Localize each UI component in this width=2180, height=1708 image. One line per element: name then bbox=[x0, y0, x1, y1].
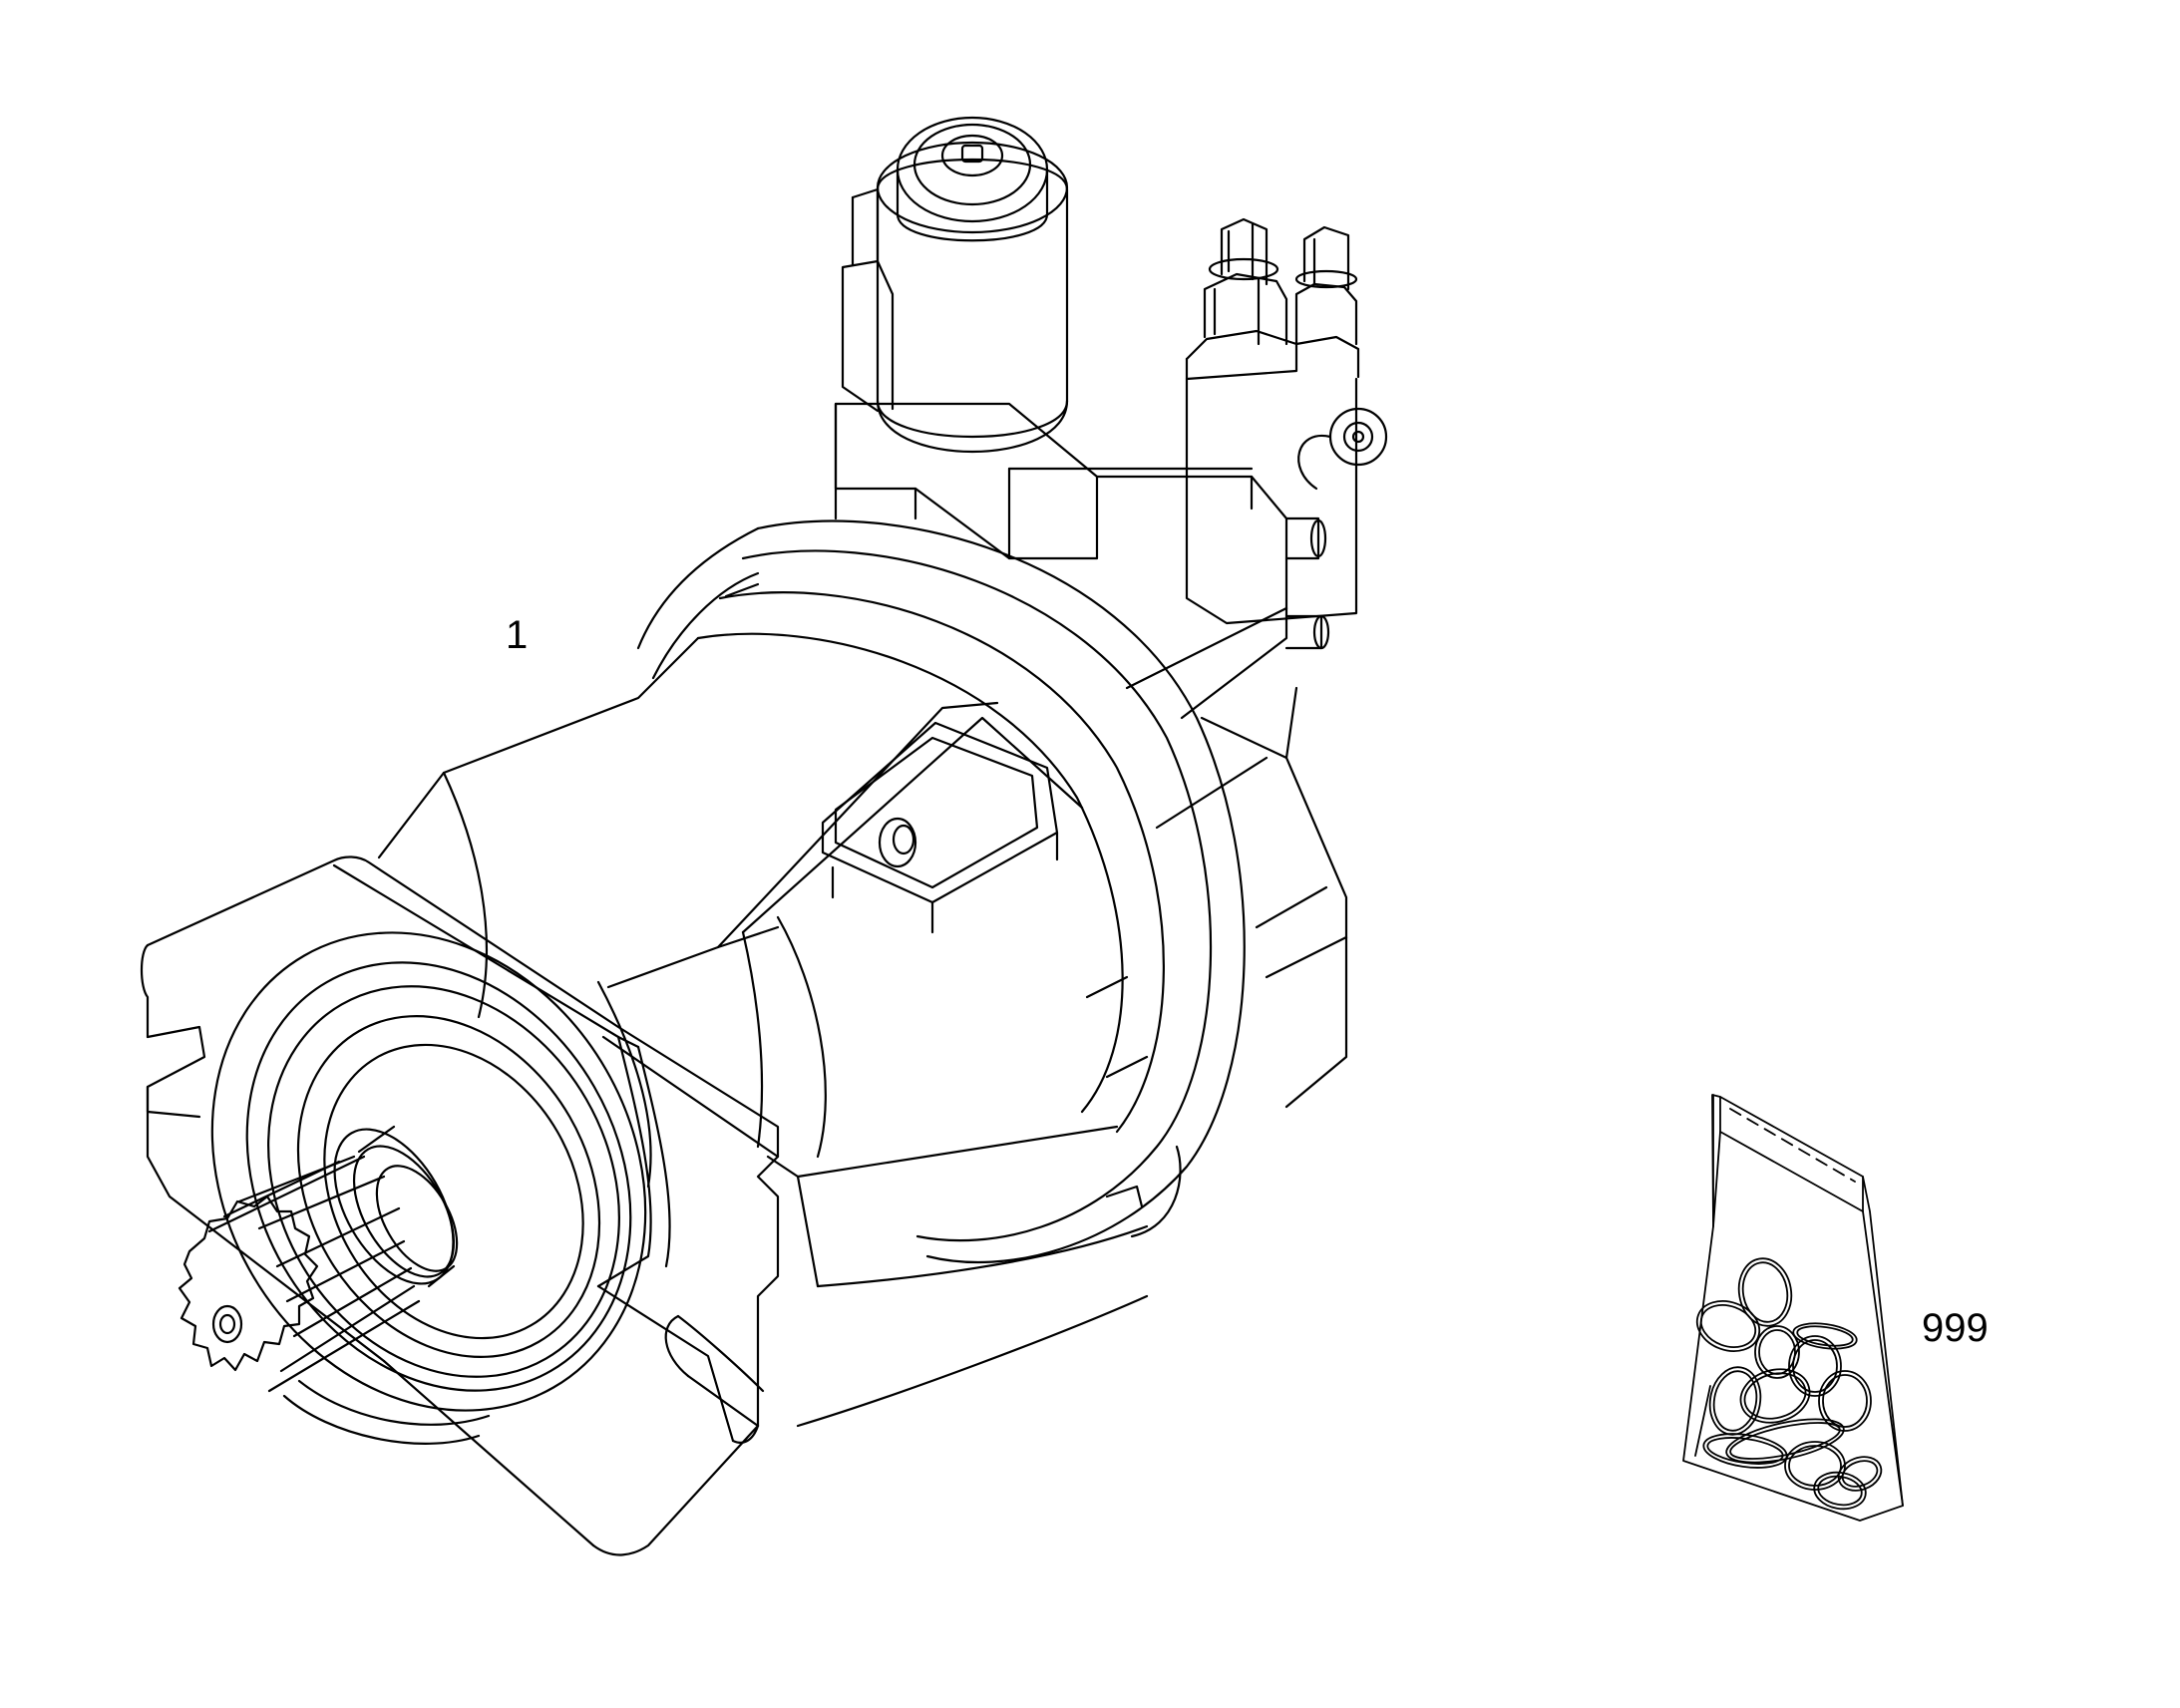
callout-part-999[interactable]: 999 bbox=[1922, 1306, 1989, 1350]
mounting-flange-icon bbox=[127, 854, 778, 1554]
motor-housing-icon bbox=[379, 521, 1346, 1426]
seal-kit-bag-icon bbox=[1683, 1095, 1903, 1521]
hydraulic-motor-drawing[interactable] bbox=[127, 118, 1386, 1554]
relief-valve-icon bbox=[1187, 219, 1386, 648]
splined-shaft-icon bbox=[180, 1109, 478, 1391]
callout-part-1[interactable]: 1 bbox=[506, 613, 529, 657]
seal-kit-bag-drawing[interactable] bbox=[1683, 1095, 1903, 1521]
solenoid-valve-icon bbox=[836, 118, 1286, 718]
